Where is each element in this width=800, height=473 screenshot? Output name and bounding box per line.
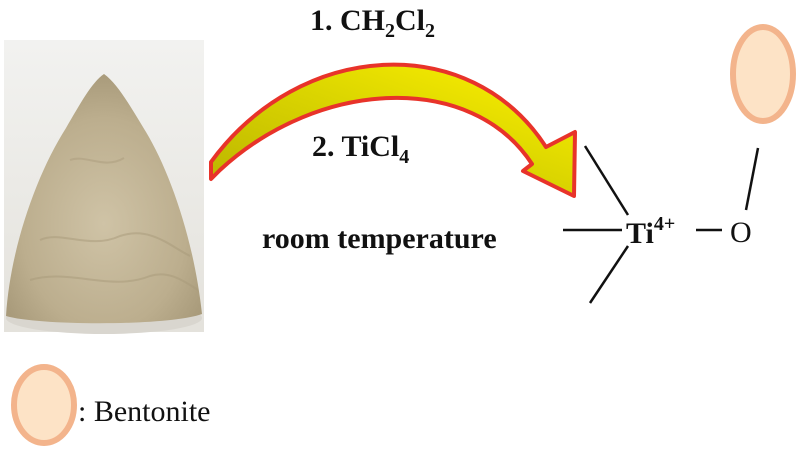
powder-pile (6, 74, 202, 324)
oxygen-label: O (730, 216, 752, 249)
legend: : Bentonite (11, 364, 210, 446)
legend-label: : Bentonite (78, 395, 210, 428)
bentonite-particle (730, 24, 796, 124)
titanium-label: Ti4+ (626, 213, 675, 250)
step-1-label: 1. CH2Cl2 (310, 4, 435, 42)
titanium-complex-structure: Ti4+ O (563, 24, 796, 304)
bond-oxygen-bentonite (744, 147, 760, 211)
bond-lower-left (588, 245, 630, 304)
legend-bentonite-symbol (11, 364, 77, 446)
condition-label: room temperature (262, 222, 497, 255)
step-2-label: 2. TiCl4 (312, 130, 409, 168)
bond-upper-left (583, 145, 630, 216)
bentonite-powder-photo (4, 40, 204, 334)
reaction-arrow (209, 62, 577, 198)
